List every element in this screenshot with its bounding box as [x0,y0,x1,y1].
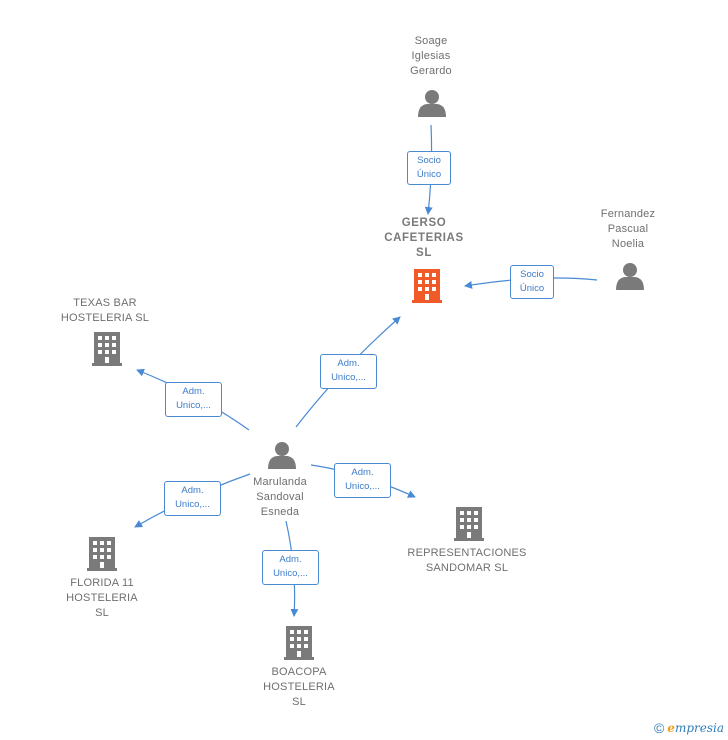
edge-label-marulanda-texas[interactable]: Adm. Unico,... [165,382,222,417]
node-label-marulanda[interactable]: Marulanda Sandoval Esneda [253,476,307,518]
brand-footer: © empresia [654,720,724,736]
building-icon[interactable] [284,626,314,660]
building-icon[interactable] [92,332,122,366]
node-label-representaciones[interactable]: REPRESENTACIONES SANDOMAR SL [407,547,527,574]
edge-label-marulanda-florida[interactable]: Adm. Unico,... [164,481,221,516]
edge-label-soage-gerso[interactable]: Socio Único [407,151,451,185]
building-icon[interactable] [412,269,442,303]
person-icon[interactable] [268,442,296,469]
edge-label-marulanda-representaciones[interactable]: Adm. Unico,... [334,463,391,498]
copyright-icon: © [653,720,665,736]
node-label-florida[interactable]: FLORIDA 11 HOSTELERIA SL [66,577,138,619]
node-label-gerso[interactable]: GERSO CAFETERIAS SL [384,217,464,259]
edge-label-marulanda-gerso[interactable]: Adm. Unico,... [320,354,377,389]
node-label-soage[interactable]: Soage Iglesias Gerardo [410,35,452,77]
person-icon[interactable] [418,90,446,117]
edge-label-marulanda-boacopa[interactable]: Adm. Unico,... [262,550,319,585]
building-icon[interactable] [454,507,484,541]
brand-logo: empresia [667,721,724,735]
building-icon[interactable] [87,537,117,571]
node-label-fernandez[interactable]: Fernandez Pascual Noelia [600,208,656,250]
edge-label-fernandez-gerso[interactable]: Socio Único [510,265,554,299]
person-icon[interactable] [616,263,644,290]
node-label-boacopa[interactable]: BOACOPA HOSTELERIA SL [263,666,335,708]
node-label-texas[interactable]: TEXAS BAR HOSTELERIA SL [60,297,150,324]
